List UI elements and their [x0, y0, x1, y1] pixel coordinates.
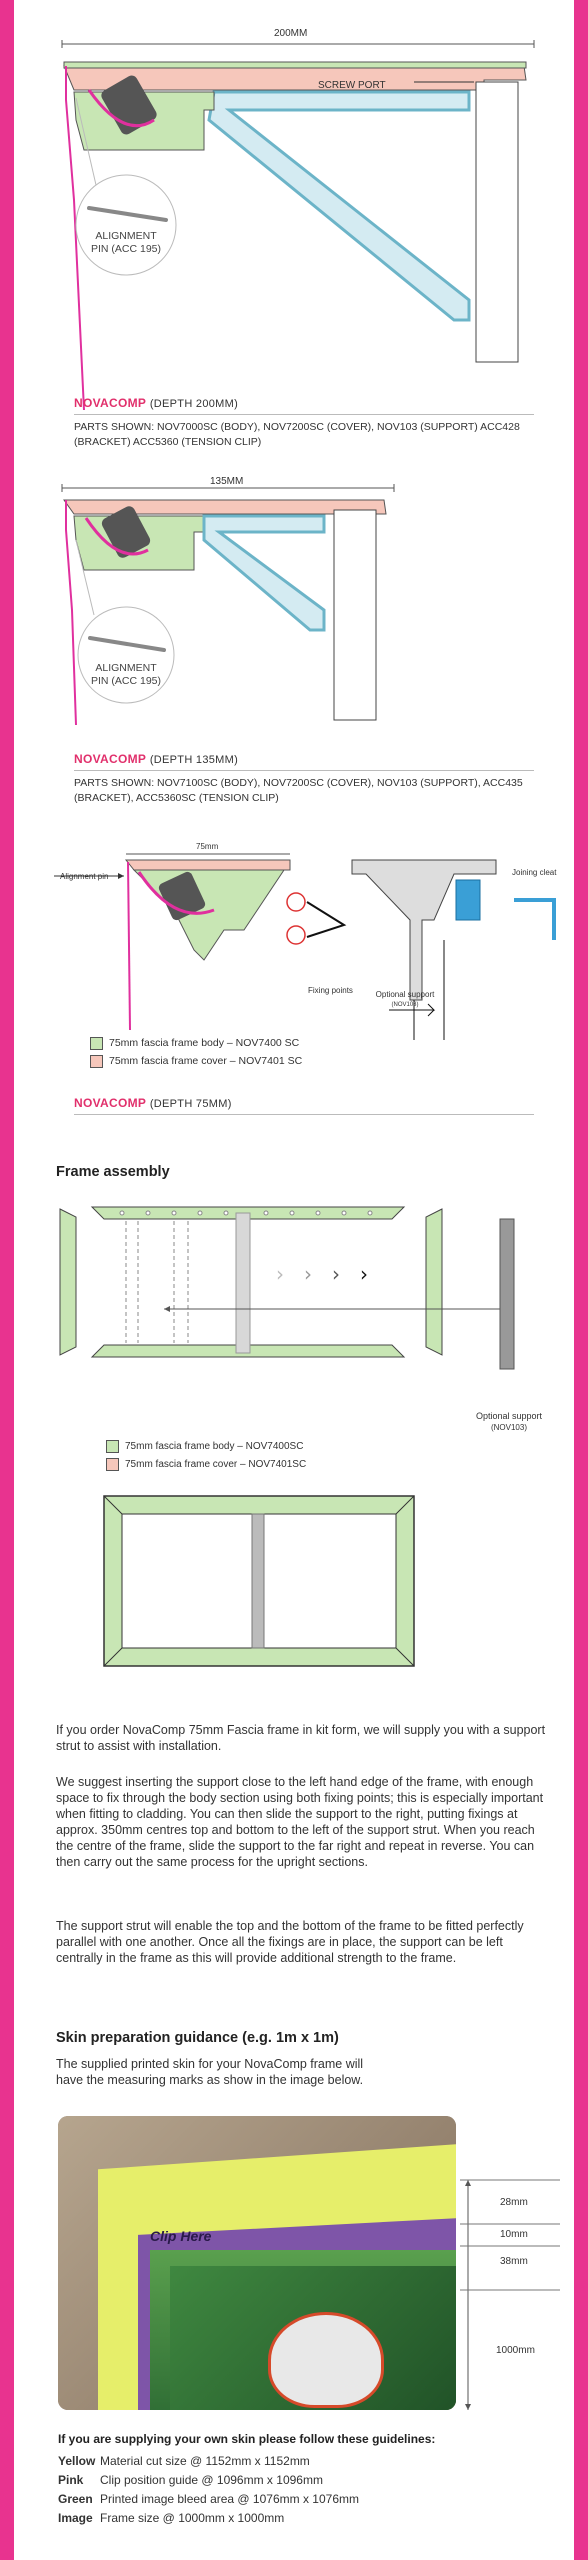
diagram-135mm [61, 484, 395, 726]
legend-item-cover: 75mm fascia frame cover – NOV7401SC [106, 1456, 306, 1474]
skin-prep-title: Skin preparation guidance (e.g. 1m x 1m) [56, 2030, 339, 2046]
diagram-75mm [54, 853, 556, 1040]
guidelines-title: If you are supplying your own skin pleas… [58, 2432, 436, 2446]
optional-support-label-small: Optional support(NOV103) [375, 990, 435, 1008]
frame-assembly-title: Frame assembly [56, 1164, 170, 1180]
joining-cleat-label: Joining cleat [512, 868, 557, 877]
swatch-green [106, 1439, 119, 1453]
frame-assembly-diagram: › › › › [59, 1206, 515, 1370]
divider [74, 414, 534, 415]
paragraph-2: We suggest inserting the support close t… [56, 1775, 544, 1869]
legend-assembly: 75mm fascia frame body – NOV7400SC 75mm … [106, 1438, 306, 1474]
legend-item-body: 75mm fascia frame body – NOV7400SC [106, 1438, 306, 1456]
measurement-scale [460, 2179, 560, 2410]
svg-text:›: › [360, 1262, 368, 1286]
paragraph-3: The support strut will enable the top an… [56, 1919, 524, 1965]
dim-75: 75mm [196, 842, 219, 851]
measure-38: 38mm [500, 2256, 528, 2267]
measure-1000: 1000mm [496, 2345, 535, 2356]
helmet-image [268, 2312, 384, 2408]
optional-support-label: Optional support(NOV103) [475, 1411, 543, 1432]
legend-item-cover: 75mm fascia frame cover – NOV7401 SC [90, 1052, 302, 1070]
swatch-green [90, 1036, 103, 1050]
legend-item-body: 75mm fascia frame body – NOV7400 SC [90, 1034, 302, 1052]
svg-text:›: › [332, 1262, 340, 1286]
divider [74, 770, 534, 771]
legend-75: 75mm fascia frame body – NOV7400 SC 75mm… [90, 1034, 302, 1070]
parts-135: PARTS SHOWN: NOV7100SC (BODY), NOV7200SC… [74, 777, 523, 804]
skin-prep-intro: The supplied printed skin for your NovaC… [56, 2057, 364, 2087]
divider [74, 1114, 534, 1115]
novacomp-75-heading: NOVACOMP (DEPTH 75MM) [74, 1096, 232, 1110]
novacomp-200-heading: NOVACOMP (DEPTH 200MM) [74, 396, 239, 410]
svg-text:›: › [304, 1262, 312, 1286]
skin-photo: Clip Here [58, 2116, 456, 2410]
swatch-pink [106, 1457, 119, 1471]
measure-10: 10mm [500, 2229, 528, 2240]
dim-200: 200MM [274, 28, 308, 39]
parts-200: PARTS SHOWN: NOV7000SC (BODY), NOV7200SC… [74, 421, 520, 448]
paragraph-1: If you order NovaComp 75mm Fascia frame … [56, 1723, 546, 1753]
assembled-frame-diagram [103, 1495, 415, 1667]
screw-port-label: SCREW PORT [318, 80, 386, 91]
svg-text:›: › [276, 1262, 284, 1286]
dim-135: 135MM [210, 476, 244, 487]
swatch-pink [90, 1054, 103, 1068]
clip-here-label: Clip Here [150, 2228, 212, 2244]
novacomp-135-heading: NOVACOMP (DEPTH 135MM) [74, 752, 239, 766]
measure-28: 28mm [500, 2197, 528, 2208]
fixing-points-label: Fixing points [308, 986, 353, 995]
diagram-200mm [61, 40, 535, 411]
